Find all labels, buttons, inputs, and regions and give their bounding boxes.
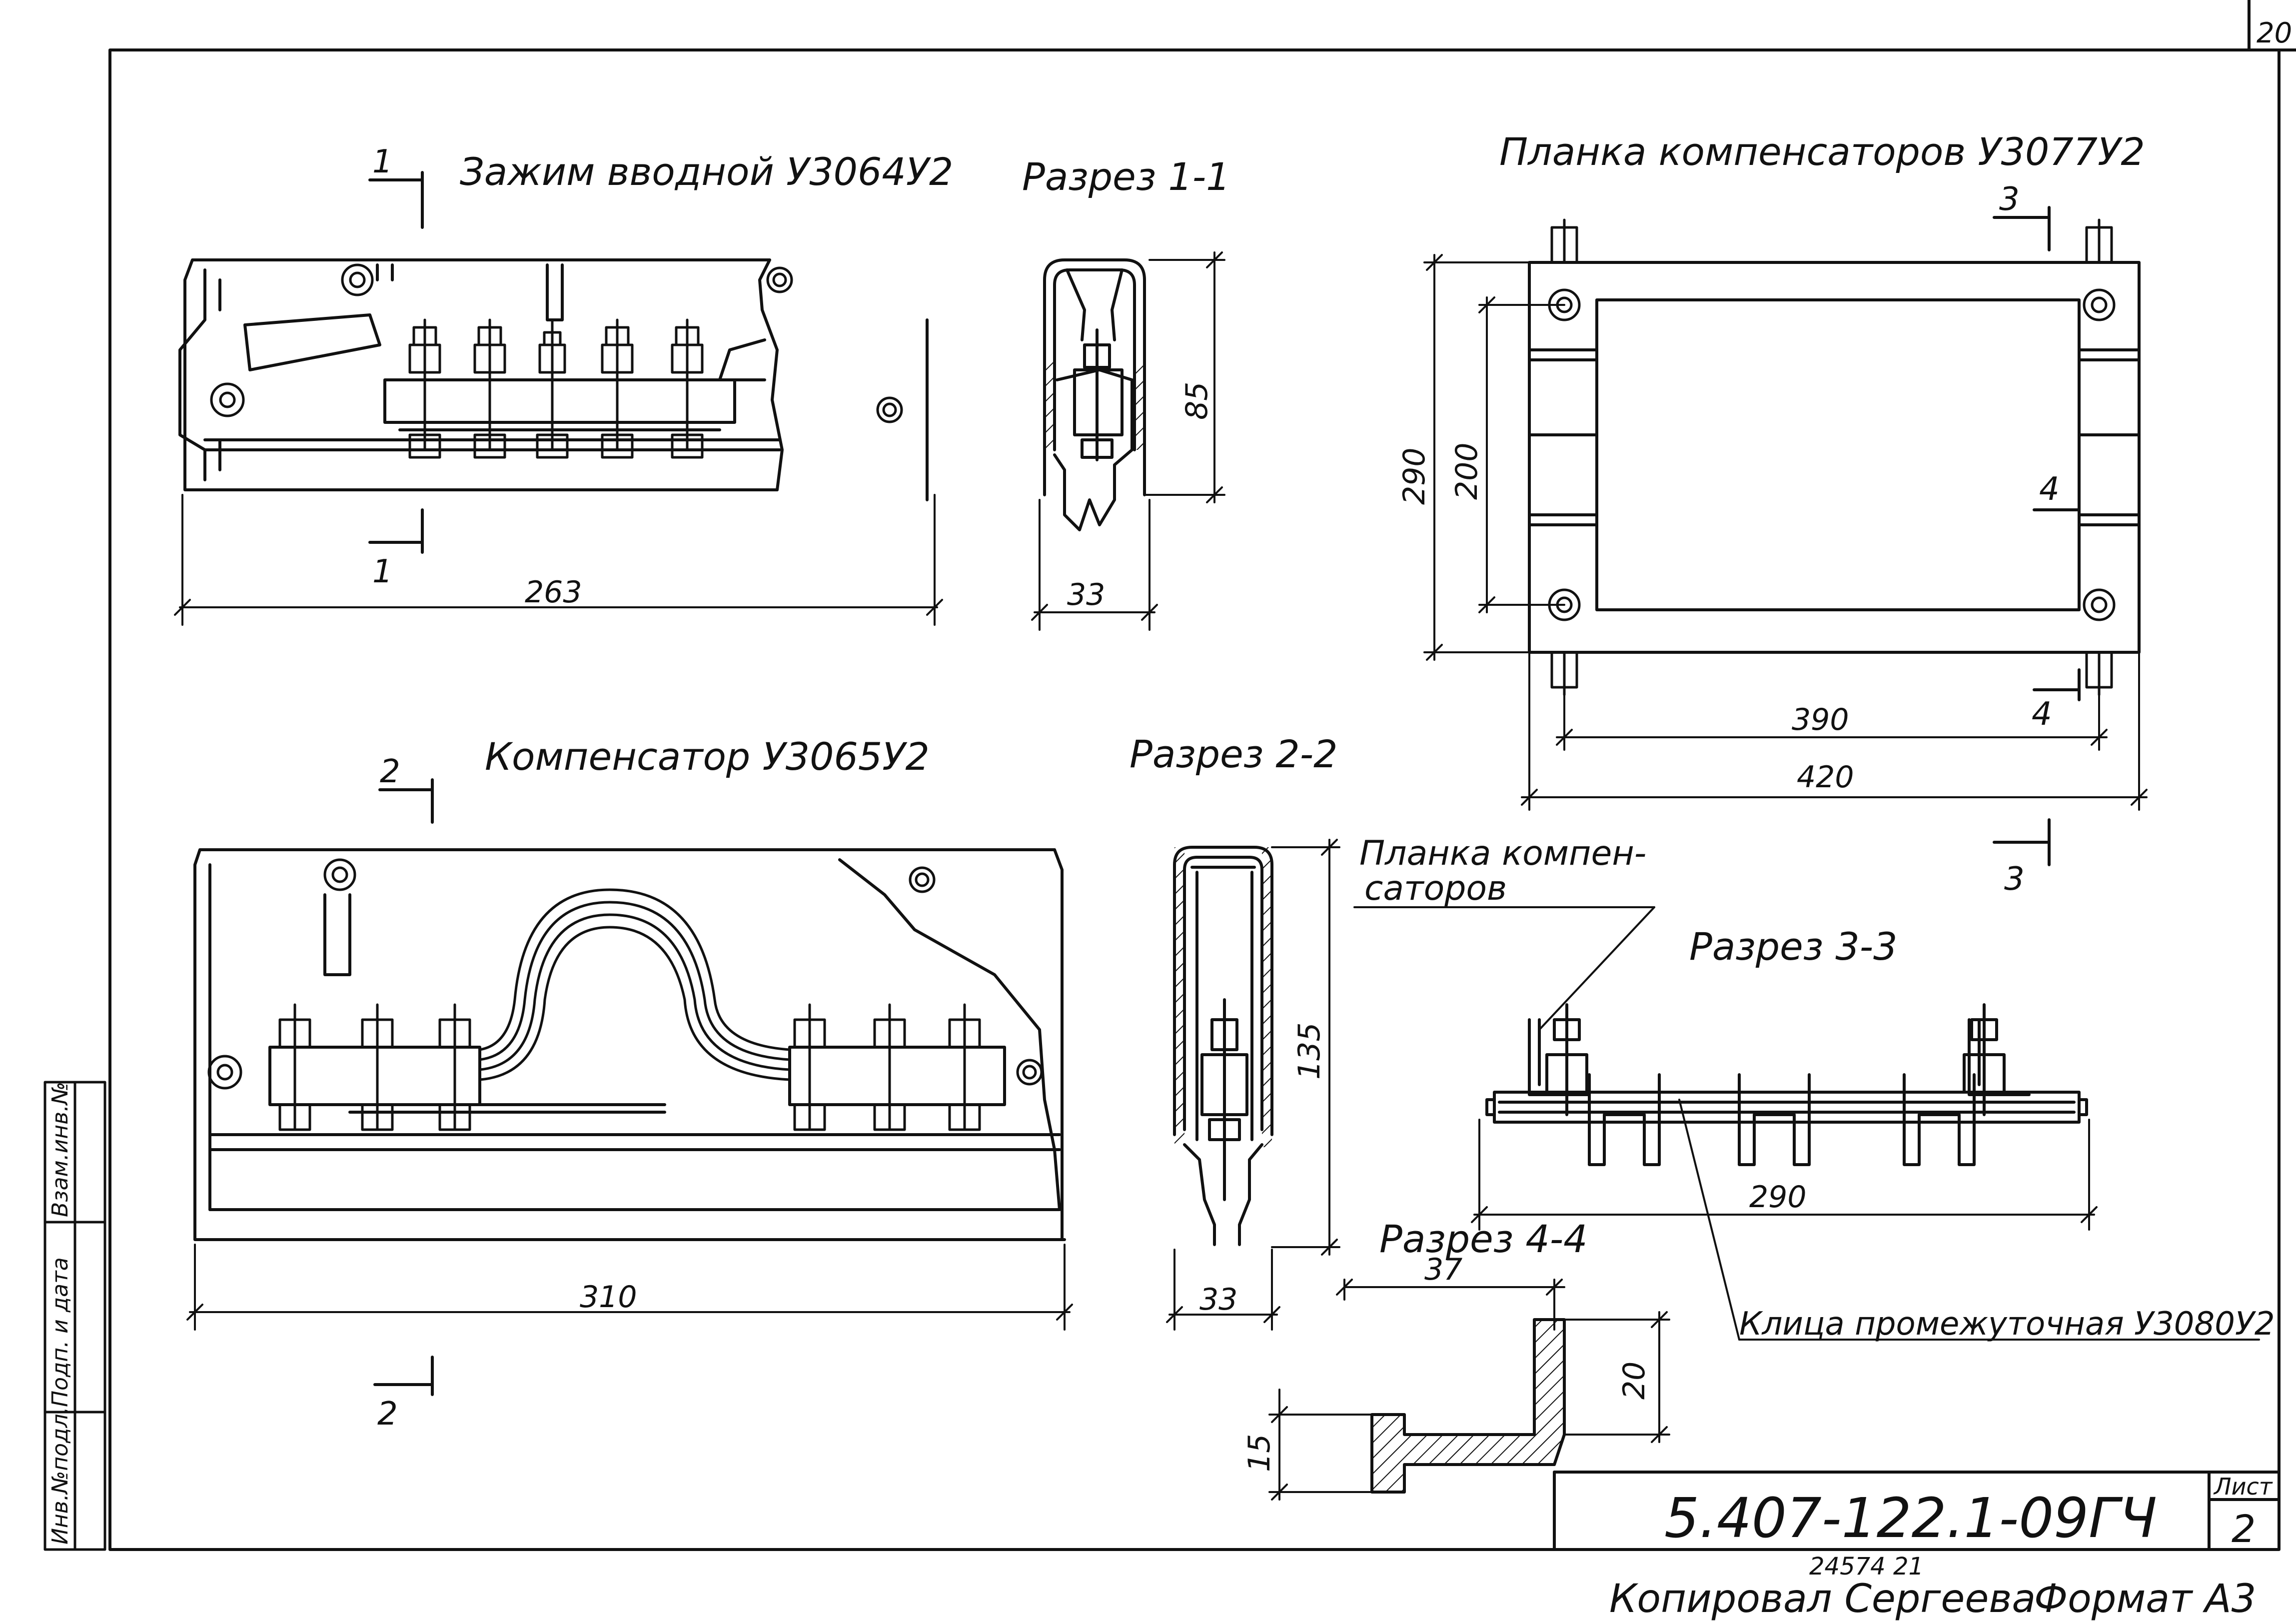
format-label: Формат А3: [2034, 1577, 2256, 1622]
comp-width-dimension: [186, 1244, 1073, 1331]
section-4-thickness-value: 15: [1242, 1434, 1277, 1472]
section-1-insulation: [1045, 360, 1055, 450]
leader-clip-lines: [1678, 1099, 2260, 1341]
section-1-dimensions: [1031, 251, 1225, 631]
section-mark-1-top: [368, 171, 424, 229]
section-3-length-value: 290: [1749, 1180, 1807, 1215]
section-mark-3-top: [1993, 206, 2051, 251]
section-mark-2-top-label: 2: [380, 753, 400, 790]
section-3-dimension: [1471, 1119, 2098, 1231]
title-block: [1553, 1471, 2281, 1551]
bar-bolts: [1548, 218, 2116, 696]
section-mark-2-top: [378, 778, 434, 824]
stamp-inv-number: Инв.№подл.: [47, 1407, 73, 1545]
section-1-title: Разрез 1-1: [1022, 154, 1230, 199]
section-4-height-value: 20: [1617, 1362, 1652, 1400]
section-mark-3-bottom: [1993, 818, 2051, 866]
bar-height-outer-value: 290: [1397, 447, 1432, 505]
bar-height-inner-value: 200: [1449, 442, 1484, 500]
archive-number: 24574 21: [1809, 1553, 1924, 1581]
section-4-dimensions: [1268, 1279, 1670, 1501]
sheet-frame: [108, 0, 2296, 1551]
clamp-width-dimension: [174, 494, 943, 626]
section-mark-1-bottom: [368, 508, 424, 554]
section-1-width-value: 33: [1067, 577, 1105, 612]
bar-width-outer-value: 420: [1797, 760, 1854, 795]
leader-bar-lines: [1353, 906, 1655, 1031]
section-mark-2-bottom: [373, 1356, 434, 1396]
section-2-insulation-r: [1262, 847, 1272, 1147]
section-mark-1-bottom-label: 1: [372, 553, 393, 590]
section-mark-4-right: [2033, 493, 2081, 701]
clamp-bolts: [210, 263, 903, 459]
section-mark-1-top-label: 1: [372, 143, 393, 180]
comp-width-value: 310: [580, 1280, 637, 1315]
section-2-width-value: 33: [1199, 1282, 1237, 1317]
section-4-width-value: 37: [1424, 1252, 1462, 1287]
bar-frame: [1528, 261, 2141, 654]
leader-clip-label: Клица промежуточная У3080У2: [1739, 1306, 2275, 1343]
section-2-insulation: [1174, 847, 1184, 1147]
clamp-title: Зажим вводной У3064У2: [460, 149, 953, 194]
clamp-body: [178, 258, 929, 501]
bar-title: Планка компенсаторов У3077У2: [1499, 129, 2145, 174]
section-4-title: Разрез 4-4: [1379, 1217, 1588, 1261]
section-mark-4-bottom-label: 4: [2032, 696, 2052, 733]
section-mark-4-top-label: 4: [2039, 471, 2060, 508]
clamp-width-value: 263: [525, 575, 582, 610]
section-2-dimensions: [1166, 839, 1340, 1331]
stamp-sign-date: Подп. и дата: [47, 1257, 73, 1407]
copied-by: Копировал Сергеева: [1609, 1577, 2036, 1622]
section-4-hatch: [1372, 1320, 1564, 1492]
document-code: 5.407-122.1-09ГЧ: [1664, 1486, 2157, 1550]
sheet-label: Лист: [2213, 1473, 2273, 1500]
comp-loop: [478, 888, 791, 1081]
bar-dimensions: [1423, 254, 2148, 811]
section-3-assembly: [1485, 1003, 2088, 1166]
section-1-height-value: 85: [1179, 382, 1214, 420]
page-corner-number: 20: [2257, 17, 2292, 49]
section-1-insulation-r: [1135, 360, 1145, 450]
side-stamp: [43, 1081, 106, 1551]
sheet-number: 2: [2232, 1507, 2256, 1551]
comp-title: Компенсатор У3065У2: [485, 734, 930, 779]
bar-width-inner-value: 390: [1792, 702, 1849, 737]
comp-body: [193, 848, 1066, 1241]
section-2-height-value: 135: [1292, 1022, 1327, 1080]
section-mark-2-bottom-label: 2: [377, 1396, 398, 1433]
section-mark-3-bottom-label: 3: [2004, 861, 2025, 898]
stamp-replaced-inv: Взам.инв.№: [47, 1082, 73, 1217]
section-mark-3-top-label: 3: [1999, 181, 2020, 218]
section-2-title: Разрез 2-2: [1130, 732, 1338, 776]
section-3-title: Разрез 3-3: [1689, 924, 1898, 969]
section-1-profile: [1043, 258, 1146, 531]
section-2-profile: [1173, 846, 1273, 1246]
comp-bolts: [207, 858, 1043, 1131]
leader-bar-line2: саторов: [1364, 869, 1507, 908]
leader-bar-line1: Планка компен-: [1359, 834, 1646, 873]
